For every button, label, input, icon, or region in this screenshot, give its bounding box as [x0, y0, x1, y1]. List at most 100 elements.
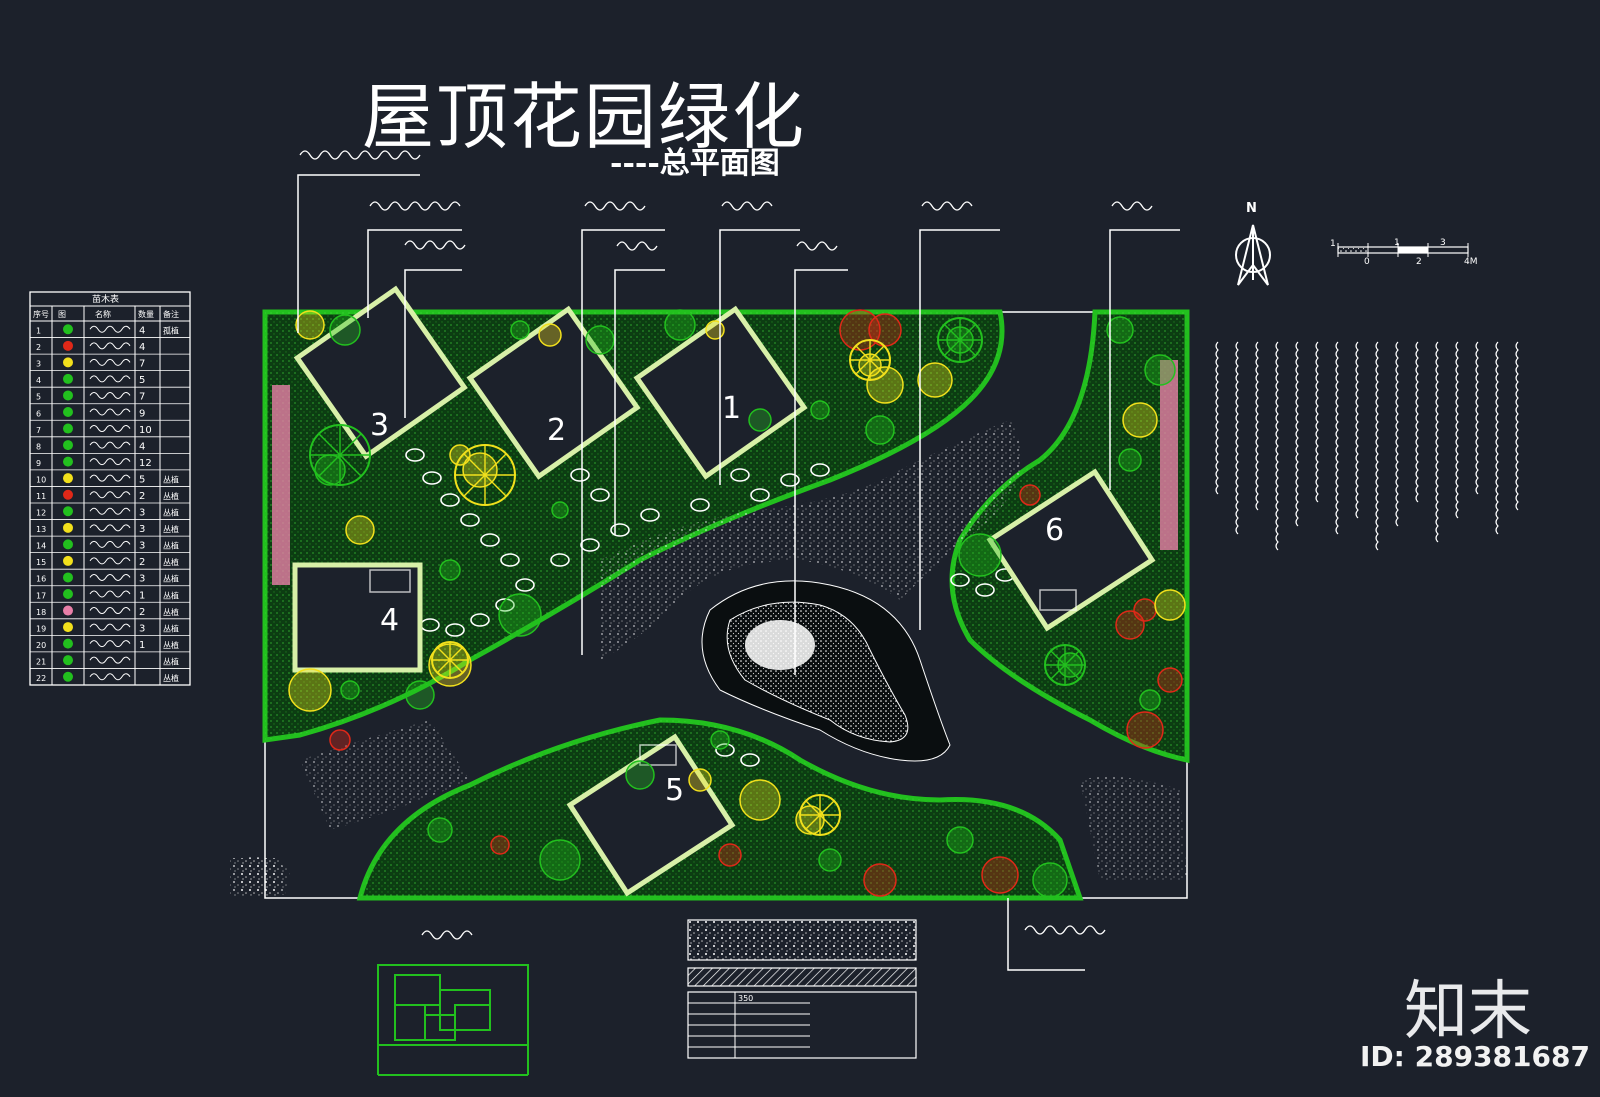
plant-row-symbol — [63, 357, 73, 368]
plant-symbol — [739, 779, 781, 821]
plant-symbol — [1118, 448, 1142, 472]
plant-symbol — [538, 323, 562, 347]
plant-symbol — [710, 730, 730, 750]
plant-symbol — [818, 848, 842, 872]
plant-row-no: 21 — [36, 657, 46, 666]
plant-symbol — [439, 559, 461, 581]
pavilion-number-2: 2 — [547, 413, 566, 448]
scale-top-2: 1 — [1394, 238, 1400, 248]
scale-bottom-1: 0 — [1364, 257, 1370, 267]
tree-symbol — [431, 641, 469, 679]
plant-row-qty: 12 — [139, 458, 152, 469]
plant-row-qty: 5 — [139, 474, 145, 485]
plant-symbol — [1106, 316, 1134, 344]
plant-symbol — [585, 325, 615, 355]
plant-row-symbol — [63, 638, 73, 649]
pavilion-number-1: 1 — [722, 391, 741, 426]
plant-symbol — [863, 863, 897, 897]
material-legend: 350 — [687, 919, 917, 1059]
pavilion-number-6: 6 — [1045, 513, 1064, 548]
plant-row-no: 13 — [36, 525, 46, 534]
hedge-right — [1160, 360, 1178, 550]
plant-row-symbol — [63, 340, 73, 351]
plant-row-symbol — [63, 539, 73, 550]
plant-row-note: 丛植 — [163, 574, 179, 584]
plant-row-no: 18 — [36, 608, 46, 617]
pavilions — [292, 285, 1156, 897]
plant-table-header: 苗木表 — [92, 293, 119, 305]
plant-row-qty: 2 — [139, 557, 145, 568]
plant-symbol — [510, 320, 530, 340]
plant-row-qty: 3 — [139, 541, 145, 552]
leader-labels — [299, 150, 1153, 940]
plant-row-no: 7 — [36, 426, 41, 435]
plant-row-no: 5 — [36, 393, 41, 402]
plant-row-qty: 9 — [139, 408, 145, 419]
plant-row-qty: 5 — [139, 375, 145, 386]
plant-row-qty: 2 — [139, 607, 145, 618]
plant-row-symbol — [63, 605, 73, 616]
plant-symbol — [427, 817, 453, 843]
plant-symbol — [295, 310, 325, 340]
plant-symbol — [405, 680, 435, 710]
plant-row-no: 20 — [36, 641, 46, 650]
plant-row-no: 1 — [36, 327, 41, 336]
plant-symbol — [917, 362, 953, 398]
plant-row-symbol — [63, 407, 73, 417]
plant-symbol — [1133, 598, 1157, 622]
plant-symbols — [288, 309, 1186, 898]
compass-icon: N — [1235, 201, 1271, 286]
plant-symbol — [664, 309, 696, 341]
pavilion-number-4: 4 — [380, 603, 399, 638]
plant-symbol — [340, 680, 360, 700]
plant-symbol — [288, 668, 332, 712]
plant-row-symbol — [63, 373, 73, 384]
scale-bar-icon: 1 1 3 0 2 4M — [1330, 238, 1478, 267]
plant-symbol — [981, 856, 1019, 894]
plant-row-note: 丛植 — [163, 557, 179, 567]
plant-row-no: 10 — [36, 475, 46, 484]
plant-row-note: 丛植 — [163, 491, 179, 501]
plant-symbol — [551, 501, 569, 519]
plant-row-no: 15 — [36, 558, 46, 567]
plant-row-symbol — [63, 473, 73, 484]
plant-symbol — [1032, 862, 1068, 898]
image-id: ID: 289381687 — [1360, 1040, 1590, 1073]
plant-row-qty: 7 — [139, 392, 145, 403]
plant-symbol — [1154, 589, 1186, 621]
plant-symbol — [718, 843, 742, 867]
plant-symbol — [1139, 689, 1161, 711]
drawing-title: 屋顶花园绿化 — [362, 75, 807, 159]
pavilion-number-5: 5 — [665, 773, 684, 808]
tree-symbol — [1044, 644, 1086, 686]
plant-row-symbol — [63, 440, 73, 451]
col-header-symbol: 图 — [58, 310, 66, 319]
plant-row-note: 孤植 — [163, 326, 179, 336]
plant-row-qty: 4 — [139, 326, 145, 337]
plant-row-no: 14 — [36, 542, 46, 551]
plant-symbol — [748, 408, 772, 432]
plant-symbol — [1157, 667, 1183, 693]
plant-row-note: 丛植 — [163, 524, 179, 534]
plant-row-symbol — [63, 522, 73, 533]
plant-row-symbol — [63, 671, 73, 682]
plant-row-qty: 4 — [139, 342, 145, 353]
tree-symbol — [454, 444, 516, 506]
design-notes — [1215, 341, 1519, 551]
plant-symbol — [810, 400, 830, 420]
legend-row-1: 350 — [738, 994, 753, 1003]
plant-symbol — [498, 593, 542, 637]
plant-symbol — [1019, 484, 1041, 506]
gravel-path — [600, 420, 1022, 660]
plant-row-symbol — [63, 324, 73, 335]
plant-symbol — [329, 729, 351, 751]
stepping-stones — [405, 448, 1015, 767]
plant-row-symbol — [63, 655, 73, 666]
brand-logo: 知末 — [1404, 975, 1532, 1049]
plant-row-symbol — [63, 423, 73, 434]
tree-symbol — [849, 339, 891, 381]
plant-symbol — [345, 515, 375, 545]
plant-row-note: 丛植 — [163, 508, 179, 518]
